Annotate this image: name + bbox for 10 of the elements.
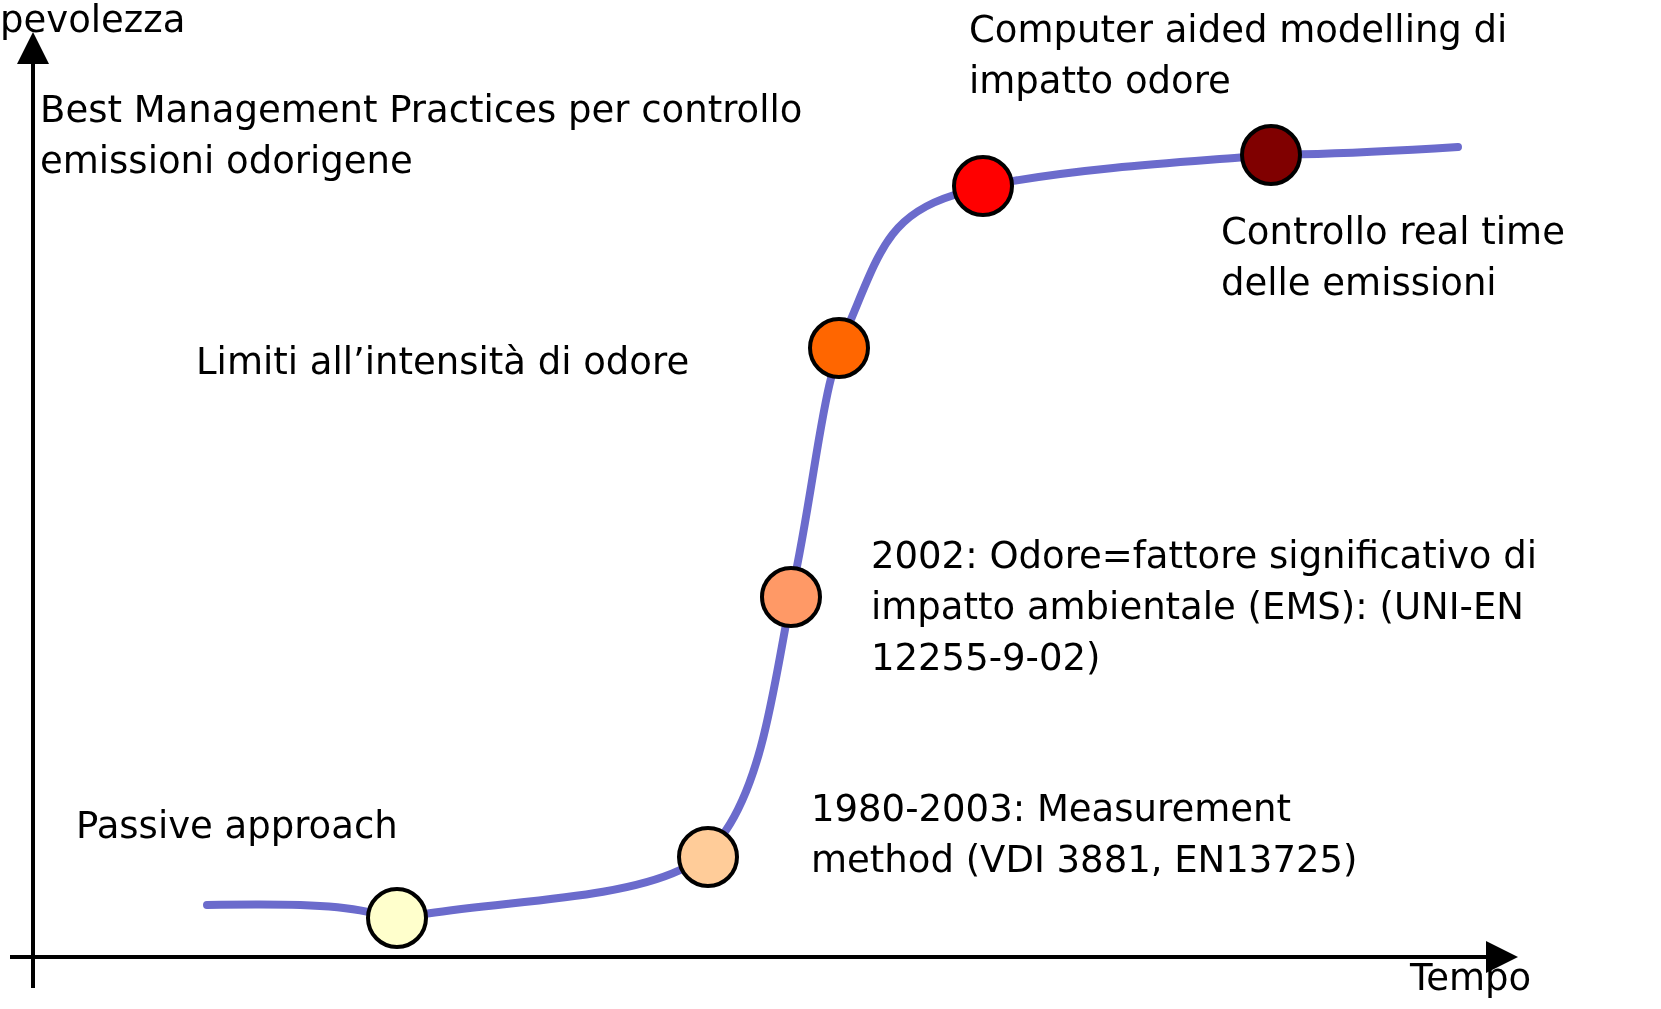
annotation-text: 1980-2003: Measurement method (VDI 3881, EN13725): [811, 786, 1359, 883]
axis-label: pevolezza: [0, 0, 186, 43]
annotation-text: Computer aided modelling di impatto odore: [969, 7, 1509, 104]
annotation-text: Controllo real time delle emissioni: [1221, 209, 1566, 306]
milestone-circle: [677, 826, 739, 888]
annotation-text: Best Management Practices per controllo emissioni odorigene: [40, 87, 804, 184]
annotation-text: 2002: Odore=fattore significativo di impatto ambientale (EMS): (UNI-EN 12255-9-02): [871, 533, 1539, 681]
axis-label: Tempo: [1410, 955, 1532, 1001]
annotation-text: Passive approach: [76, 803, 399, 849]
annotation-text: Limiti all’intensità di odore: [196, 339, 691, 385]
